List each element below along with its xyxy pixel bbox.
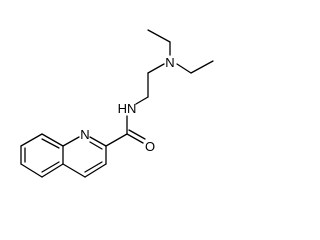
bond	[105, 133, 128, 147]
bond	[20, 163, 43, 178]
benzo-ring	[20, 133, 64, 178]
bond	[41, 163, 64, 178]
bond	[135, 96, 149, 105]
carbonyl-oxygen-label: O	[145, 139, 155, 154]
amide-nitrogen-label: HN	[118, 101, 137, 116]
bond	[147, 29, 171, 43]
bond	[190, 60, 214, 74]
amide-group	[105, 115, 146, 147]
molecule-drawing: N HN O N	[20, 29, 214, 178]
bond	[84, 163, 107, 178]
double-bond-inner	[84, 161, 103, 173]
bond	[89, 136, 107, 147]
bond	[147, 63, 165, 74]
structure-diagram: N HN O N	[20, 29, 214, 178]
amine-nitrogen-label: N	[165, 55, 174, 70]
bond	[176, 63, 192, 74]
double-bond-inner	[41, 161, 60, 173]
ring-nitrogen-label: N	[80, 127, 89, 142]
bond	[62, 163, 86, 178]
bond	[41, 133, 64, 147]
pyridine-ring	[62, 136, 107, 178]
bond	[20, 133, 43, 147]
bond	[126, 133, 144, 144]
bond	[62, 136, 80, 147]
double-bond-inner	[41, 138, 60, 149]
double-bond-inner	[89, 141, 103, 150]
double-bond-inner	[128, 129, 146, 140]
diethylaminoethyl-chain	[135, 29, 214, 105]
